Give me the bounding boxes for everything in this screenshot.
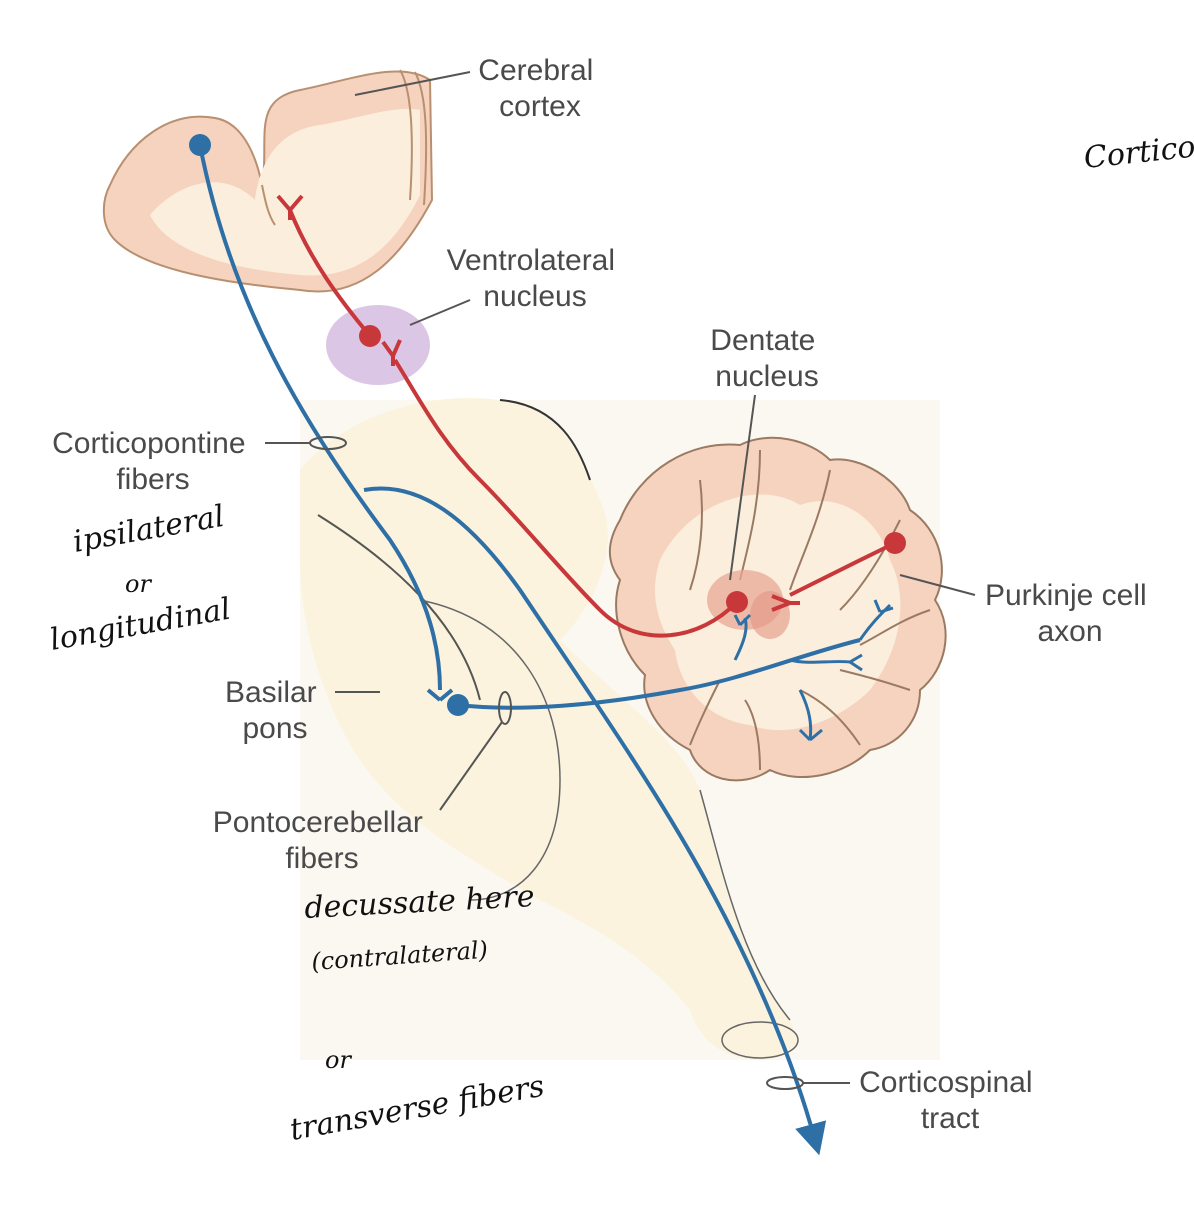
pontocerebellar-fibers-label: Pontocerebellar fibers [213,806,431,875]
handwritten-or-2: or [325,1046,352,1074]
basilar-label-line1: Basilar [225,676,317,709]
corticospinal-label-line1: Corticospinal [859,1066,1032,1099]
handwritten-or-1: or [125,570,152,598]
dentate-label-line2: nucleus [715,360,818,393]
pontocerebellar-label-line2: fibers [285,842,358,875]
cerebral-cortex-illustration [102,69,434,293]
cerebral-cortex-label-line1: Cerebral [478,54,593,87]
corticospinal-label-line2: tract [921,1102,980,1135]
ventrolateral-nucleus-shape [326,305,430,385]
blue-corticopontocerebellar-pathway [189,134,894,1156]
purkinje-label-line1: Purkinje cell [985,579,1147,612]
ventrolateral-nucleus-label: Ventrolateral nucleus [447,244,624,313]
purkinje-cell-axon-label: Purkinje cell axon [985,579,1155,648]
corticopontine-fibers-label: Corticopontine fibers [52,427,254,496]
dentate-nucleus-label: Dentate nucleus [710,324,823,393]
basilar-pons-label: Basilar pons [225,676,325,745]
pontocerebellar-leader [439,721,503,811]
basilar-label-line2: pons [242,712,307,745]
dentate-label-line1: Dentate [710,324,815,357]
handwritten-ipsilateral: ipsilateral [70,499,227,560]
purkinje-leader [899,574,976,596]
corticospinal-tract-label: Corticospinal tract [859,1066,1041,1135]
ventrolateral-leader [409,299,471,326]
red-cerebellothalamic-pathway [276,194,906,638]
ventrolateral-label-line2: nucleus [483,280,586,313]
corticopontine-label-line1: Corticopontine [52,427,245,460]
purkinje-label-line2: axon [1037,615,1102,648]
corticopontine-label-line2: fibers [116,463,189,496]
dentate-leader [729,394,756,581]
pontocerebellar-marker [498,691,512,725]
cerebral-cortex-label-line2: cortex [499,90,581,123]
handwritten-longitudinal: longitudinal [47,592,233,658]
cerebral-cortex-leader [354,71,471,96]
pontocerebellar-label-line1: Pontocerebellar [213,806,423,839]
ventrolateral-label-line1: Ventrolateral [447,244,615,277]
cerebral-cortex-label: Cerebral cortex [478,54,601,123]
handwritten-transverse-fibers: transverse fibers [287,1069,547,1148]
handwritten-corner-note: Cortico [1082,129,1194,176]
